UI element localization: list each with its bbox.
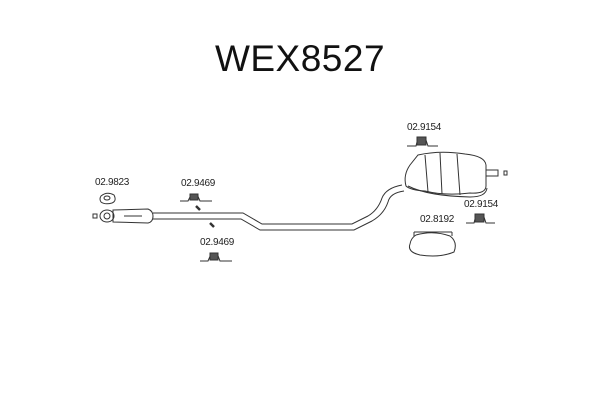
rear-muffler	[404, 151, 508, 198]
hanger-icon	[466, 213, 495, 224]
diagram-title: WEX8527	[214, 38, 386, 79]
part-label-hanger-rear-lower: 02.9154	[464, 199, 499, 210]
gasket-icon	[99, 192, 116, 205]
part-label-hanger-rear-upper: 02.9154	[407, 122, 442, 133]
part-label-clamp-ring: 02.8192	[420, 214, 455, 225]
mid-pipe	[153, 184, 405, 231]
hanger-icon	[407, 136, 438, 147]
front-muffler	[92, 208, 154, 224]
hanger-icon	[180, 193, 215, 228]
part-label-hanger-front-upper: 02.9469	[181, 178, 216, 189]
clamp-ring-icon	[409, 231, 456, 257]
part-label-gasket: 02.9823	[95, 177, 130, 188]
hanger-icon	[200, 252, 232, 262]
part-label-hanger-front-lower: 02.9469	[200, 237, 235, 248]
